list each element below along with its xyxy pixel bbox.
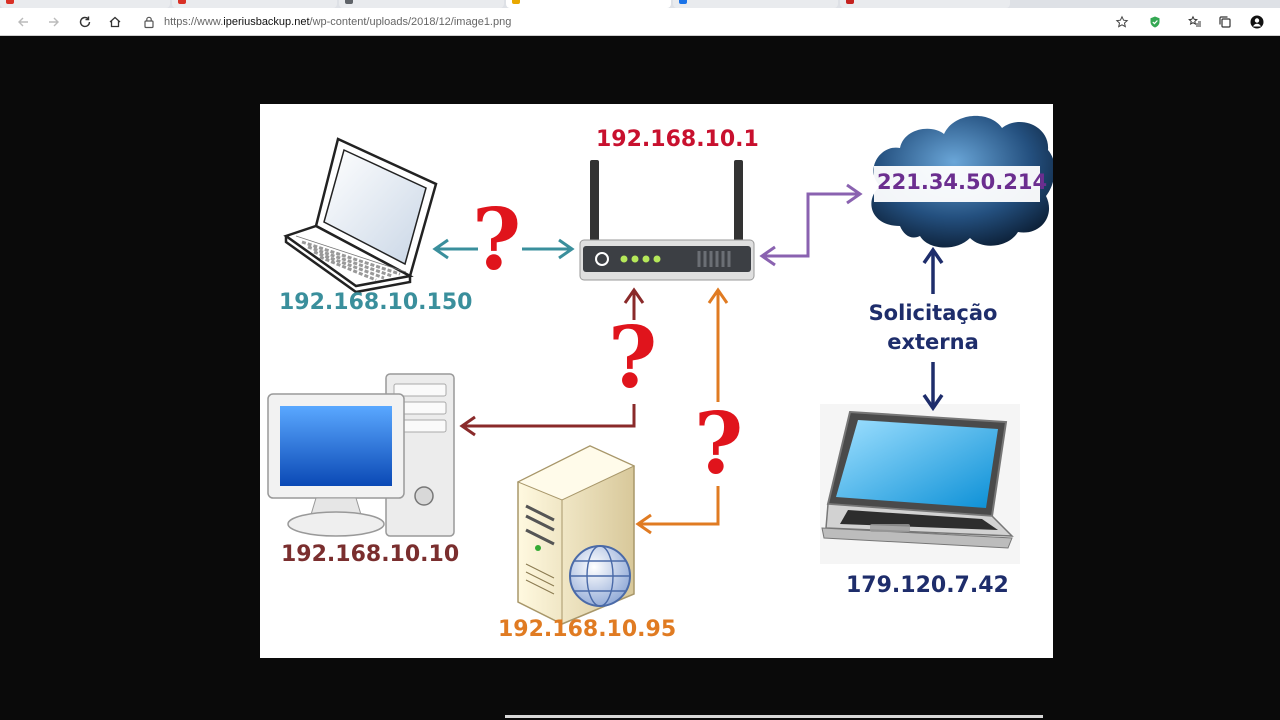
question-mark-desktop: ? <box>608 308 658 407</box>
tab-favicon-icon <box>679 0 687 4</box>
external-laptop-ip-label: 179.120.7.42 <box>846 573 1009 598</box>
address-bar[interactable]: https://www.iperiusbackup.net/wp-content… <box>142 11 1142 33</box>
extension-button[interactable] <box>1144 12 1166 32</box>
profile-icon <box>1250 15 1264 29</box>
reload-icon <box>79 16 91 28</box>
browser-tab[interactable] <box>840 0 1010 8</box>
lock-icon[interactable] <box>142 15 156 29</box>
home-button[interactable] <box>104 12 126 32</box>
browser-tab[interactable] <box>0 0 170 8</box>
browser-tab-active[interactable] <box>506 0 671 8</box>
tab-favicon-icon <box>178 0 186 4</box>
browser-tab[interactable] <box>172 0 337 8</box>
tab-favicon-icon <box>846 0 854 4</box>
internet-cloud <box>871 116 1053 248</box>
external-laptop-device <box>820 404 1020 564</box>
router-device <box>579 160 755 281</box>
question-mark-server: ? <box>694 394 744 493</box>
external-request-label: Solicitação externa <box>833 299 1033 357</box>
favorites-button[interactable] <box>1184 12 1206 32</box>
purple-arrow <box>759 183 863 267</box>
favorite-button[interactable] <box>1111 12 1133 32</box>
tab-favicon-icon <box>345 0 353 4</box>
shield-extension-icon <box>1150 16 1160 28</box>
desktop-computer-device <box>267 373 455 537</box>
favorites-icon <box>1188 15 1201 27</box>
collections-button[interactable] <box>1214 12 1236 32</box>
reload-button[interactable] <box>74 12 96 32</box>
external-request-line2: externa <box>887 330 979 354</box>
forward-arrow-icon <box>49 17 59 27</box>
url-prefix: https://www. <box>164 16 224 28</box>
browser-toolbar: https://www.iperiusbackup.net/wp-content… <box>0 8 1280 36</box>
url-text[interactable]: https://www.iperiusbackup.net/wp-content… <box>164 16 511 28</box>
star-icon <box>1115 15 1129 28</box>
navy-arrow <box>922 246 944 412</box>
home-icon <box>109 16 121 28</box>
url-path: /wp-content/uploads/2018/12/image1.png <box>309 16 512 28</box>
server-ip-label: 192.168.10.95 <box>498 617 677 642</box>
url-host: iperiusbackup.net <box>223 16 310 28</box>
tab-favicon-icon <box>512 0 520 4</box>
orange-arrow <box>635 287 729 535</box>
tab-favicon-icon <box>6 0 14 4</box>
back-button[interactable] <box>12 12 34 32</box>
cloud-ip-label: 221.34.50.214 <box>877 170 1048 194</box>
laptop-ip-label: 192.168.10.150 <box>279 290 473 315</box>
router-ip-label: 192.168.10.1 <box>596 127 759 152</box>
browser-tab[interactable] <box>339 0 504 8</box>
teal-arrow <box>432 238 575 260</box>
question-mark-laptop: ? <box>472 190 522 289</box>
tab-strip <box>0 0 1280 8</box>
external-request-line1: Solicitação <box>868 301 998 325</box>
forward-button[interactable] <box>43 12 65 32</box>
viewer-scrollbar[interactable] <box>505 715 1043 718</box>
back-arrow-icon <box>18 17 28 27</box>
desktop-ip-label: 192.168.10.10 <box>281 542 460 567</box>
laptop-device <box>283 137 438 294</box>
profile-button[interactable] <box>1246 12 1268 32</box>
browser-tab[interactable] <box>673 0 838 8</box>
collections-icon <box>1219 16 1231 28</box>
server-device <box>516 445 636 625</box>
network-diagram-image: ? ? ? 192.168.10.1 221.34.50.214 192.168… <box>260 104 1053 658</box>
network-diagram <box>267 116 1053 625</box>
maroon-arrow <box>459 287 645 437</box>
